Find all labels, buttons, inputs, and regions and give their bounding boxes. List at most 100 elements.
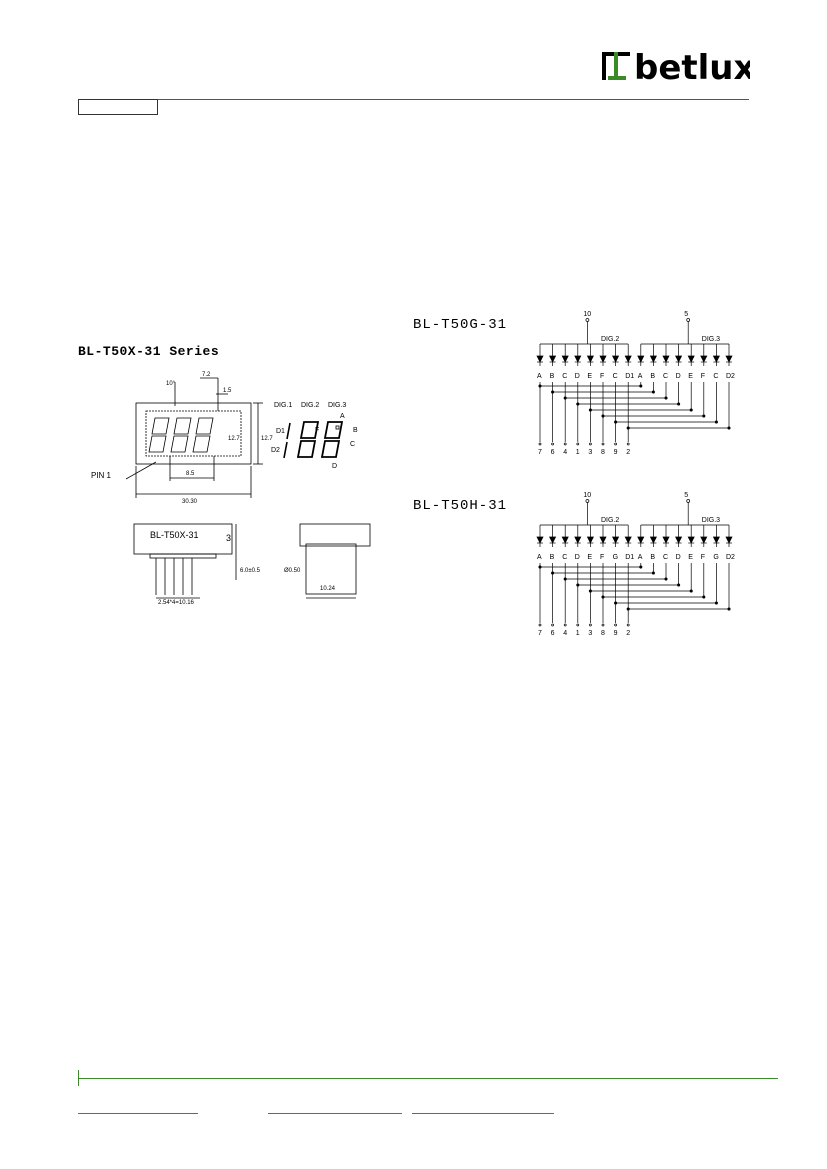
schematic-g-diode-2 (561, 355, 569, 363)
series-title: BL-T50X-31 Series (78, 344, 220, 359)
schematic-g-segment-label-3: D (575, 373, 580, 380)
header-rule (78, 99, 749, 100)
schematic-h-segment-label-2: C (562, 554, 567, 561)
dim-inner-h: 12.7 (228, 436, 240, 442)
digit-label-1: DIG.1 (274, 402, 292, 409)
schematic-h-segment-label-4: E (587, 554, 592, 561)
schematic-g-segment-label-6: C (613, 373, 618, 380)
schematic-g-pin-0: 7 (538, 449, 542, 456)
footer-link-1[interactable] (78, 1110, 198, 1114)
seg-label-a: A (340, 413, 345, 420)
schematic-g-segment-label-12: E (688, 373, 693, 380)
schematic-h-segment-label-14: G (713, 554, 718, 561)
schematic-h-pin-1: 6 (551, 630, 555, 637)
schematic-h-pin-2: 4 (563, 630, 567, 637)
schematic-h-segment-label-13: F (701, 554, 705, 561)
schematic-g-common-pin-1: 5 (684, 311, 688, 318)
schematic-h-group-label-1: DIG.3 (702, 517, 720, 524)
dim-thickness: 3 (226, 533, 231, 543)
schematic-h-diode-15 (725, 536, 733, 544)
digit-label-2: DIG.2 (301, 402, 319, 409)
schematic-h-diode-2 (561, 536, 569, 544)
schematic-h-segment-label-5: F (600, 554, 604, 561)
schematic-g-diode-5 (599, 355, 607, 363)
schematic-g-pin-7: 2 (626, 449, 630, 456)
schematic-h-segment-label-0: A (537, 554, 542, 561)
schematic-h-segment-label-12: E (688, 554, 693, 561)
schematic-h-title: BL-T50H-31 (413, 498, 508, 514)
footer-link-3[interactable] (412, 1110, 554, 1114)
schematic-h-segment-label-1: B (550, 554, 555, 561)
schematic-g-segment-label-0: A (537, 373, 542, 380)
schematic-g-diode-3 (574, 355, 582, 363)
schematic-g-diode-13 (700, 355, 708, 363)
schematic-h-segment-label-15: D2 (726, 554, 735, 561)
schematic-h-segment-label-7: D1 (625, 554, 634, 561)
schematic-g-group-label-1: DIG.3 (702, 336, 720, 343)
schematic-h-diode-11 (675, 536, 683, 544)
schematic-g-segment-label-4: E (587, 373, 592, 380)
schematic-h-pin-3: 1 (576, 630, 580, 637)
schematic-g-segment-label-7: D1 (625, 373, 634, 380)
footer-link-2[interactable] (268, 1110, 402, 1114)
schematic-h-common-pin-1: 5 (684, 492, 688, 499)
front-view-drawing: 10° 7.2 1.5 8.5 30.30 12.7 12.7 PIN 1 DI… (91, 372, 358, 505)
schematic-g-segment-label-15: D2 (726, 373, 735, 380)
schematic-g-diode-8 (637, 355, 645, 363)
dim-seg-w: 7.2 (202, 372, 211, 378)
schematic-g-segment-label-2: C (562, 373, 567, 380)
schematic-h-pin-6: 9 (614, 630, 618, 637)
schematic-h-group-label-0: DIG.2 (601, 517, 619, 524)
schematic-g-group-label-0: DIG.2 (601, 336, 619, 343)
schematic-h-common-pin-0: 10 (583, 492, 591, 499)
footer-tick (78, 1070, 79, 1086)
schematic-h-segment-label-3: D (575, 554, 580, 561)
schematic-h-segment-label-11: D (676, 554, 681, 561)
schematic-h-diode-3 (574, 536, 582, 544)
schematic-g-segment-label-5: F (600, 373, 604, 380)
schematic-g-diode-0 (536, 355, 544, 363)
pin1-label: PIN 1 (91, 471, 112, 480)
schematic-g-diode-6 (612, 355, 620, 363)
schematic-g-diode-11 (675, 355, 683, 363)
schematic-h-diode-12 (687, 536, 695, 544)
schematic-g-pin-5: 8 (601, 449, 605, 456)
schematic-g-pin-3: 1 (576, 449, 580, 456)
schematic-h-pin-0: 7 (538, 630, 542, 637)
dim-pin-dia: Ø0.50 (284, 568, 301, 574)
schematic-g-diode-12 (687, 355, 695, 363)
schematic-g-diode-7 (624, 355, 632, 363)
schematic-g-title: BL-T50G-31 (413, 317, 508, 333)
schematic-g-segment-label-14: C (713, 373, 718, 380)
dim-pin-pitch: 2.54*4=10.16 (158, 600, 195, 606)
schematic-g-pin-6: 9 (614, 449, 618, 456)
schematic-h-diode-6 (612, 536, 620, 544)
schematic-g-segment-label-11: D (676, 373, 681, 380)
dim-height: 12.7 (261, 436, 273, 442)
schematic-g-pin-2: 4 (563, 449, 567, 456)
schematic-h-diode-8 (637, 536, 645, 544)
schematic-h-diode-10 (662, 536, 670, 544)
seg-label-d: D (332, 463, 337, 470)
dim-digit-pitch: 8.5 (186, 471, 195, 477)
schematic-h-diode-7 (624, 536, 632, 544)
schematic-g-segment-label-10: C (663, 373, 668, 380)
schematic-h-pin-4: 3 (588, 630, 592, 637)
schematic-g-diode-14 (712, 355, 720, 363)
schematic-h-diode-14 (712, 536, 720, 544)
seg-label-d2: D2 (271, 447, 280, 454)
dim-angle: 10° (166, 381, 176, 387)
seg-label-d1: D1 (276, 428, 285, 435)
schematic-g-segment-label-9: B (650, 373, 655, 380)
seg-label-c: C (350, 441, 355, 448)
schematic-h-diode-0 (536, 536, 544, 544)
schematic-h-diode-13 (700, 536, 708, 544)
schematic-h-pin-5: 8 (601, 630, 605, 637)
footer-rule (78, 1078, 778, 1079)
seg-label-b: B (353, 427, 358, 434)
schematic-g-segment-label-13: F (701, 373, 705, 380)
schematic-h-segment-label-10: C (663, 554, 668, 561)
brand-logo: betlux (600, 46, 756, 88)
